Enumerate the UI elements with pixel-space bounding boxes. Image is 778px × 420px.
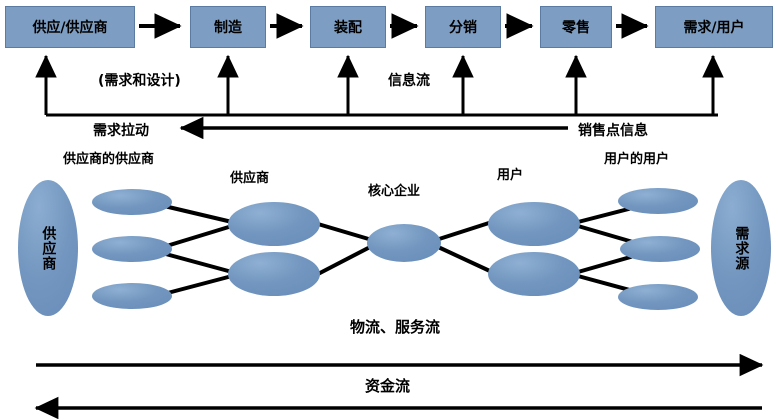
node-supplier-2[interactable] xyxy=(228,252,320,296)
node-supplier-supplier-3[interactable] xyxy=(92,283,172,309)
label-demand-pull: 需求拉动 xyxy=(93,123,149,139)
link-ss3-s2 xyxy=(159,274,233,297)
link-ss2-s2 xyxy=(161,251,233,274)
node-supplier-1[interactable] xyxy=(228,202,320,246)
node-supplier-source-cap[interactable] xyxy=(18,180,78,316)
node-customer-customer-1[interactable] xyxy=(618,188,698,214)
label-information-flow: 信息流 xyxy=(388,73,430,89)
label-supplier-supplier: 供应商的供应商 xyxy=(63,152,155,167)
link-ss2-s1 xyxy=(159,224,233,250)
label-logistics-service-flow: 物流、服务流 xyxy=(350,318,441,336)
node-customer-1[interactable] xyxy=(488,202,580,246)
stage-box-manufacture[interactable]: 制造 xyxy=(190,6,266,48)
stage-box-demand-customer[interactable]: 需求/用户 xyxy=(655,6,773,48)
link-core-c1 xyxy=(435,220,493,242)
node-supplier-supplier-2[interactable] xyxy=(92,236,172,262)
stage-box-supply[interactable]: 供应/供应商 xyxy=(5,6,135,48)
node-demand-source-cap[interactable] xyxy=(711,180,771,316)
node-customer-customer-3[interactable] xyxy=(618,284,698,310)
label-core-enterprise: 核心企业 xyxy=(368,184,421,199)
label-demand-and-design: (需求和设计) xyxy=(98,73,181,89)
node-core-enterprise[interactable] xyxy=(367,224,441,262)
stage-box-assembly[interactable]: 装配 xyxy=(310,6,386,48)
label-supplier: 供应商 xyxy=(230,171,270,186)
stage-box-retail[interactable]: 零售 xyxy=(540,6,612,48)
label-capital-flow: 资金流 xyxy=(365,377,411,395)
link-s1-core xyxy=(317,222,373,242)
link-s2-core xyxy=(317,244,373,276)
link-core-c2 xyxy=(435,244,493,274)
node-supplier-supplier-1[interactable] xyxy=(92,189,172,215)
information-bus xyxy=(35,54,724,117)
label-customer: 用户 xyxy=(497,168,524,183)
stage-box-distribution[interactable]: 分销 xyxy=(425,6,501,48)
label-customer-customer: 用户的用户 xyxy=(604,152,670,167)
node-customer-customer-2[interactable] xyxy=(620,236,700,262)
label-pos-information: 销售点信息 xyxy=(578,123,648,139)
node-customer-2[interactable] xyxy=(488,252,580,296)
link-ss1-s1 xyxy=(159,203,233,224)
